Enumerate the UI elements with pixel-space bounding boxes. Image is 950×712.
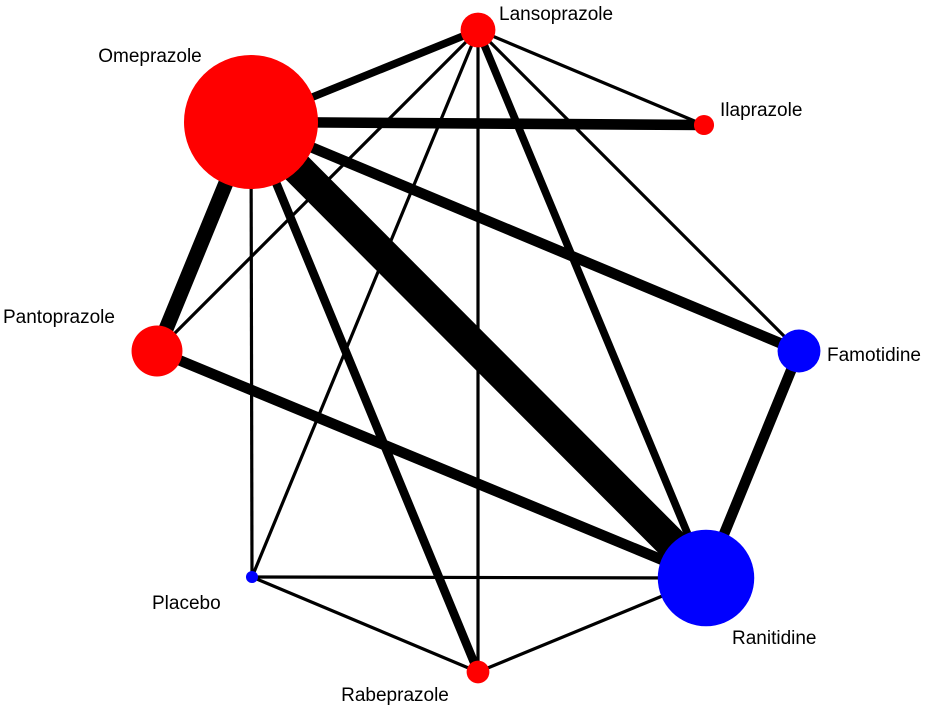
node-label-placebo: Placebo [152,593,221,614]
edge-placebo-ranitidine [251,575,707,580]
node-label-lansoprazole: Lansoprazole [499,4,613,25]
edge-lansoprazole-famotidine [476,28,801,353]
node-label-ilaprazole: Ilaprazole [720,100,802,121]
node-pantoprazole [131,325,183,377]
node-label-pantoprazole: Pantoprazole [3,307,115,328]
node-label-famotidine: Famotidine [827,345,921,366]
edge-layer [150,26,804,674]
node-famotidine [777,329,821,373]
edge-pantoprazole-lansoprazole [155,28,480,353]
edge-omeprazole-placebo [249,121,254,578]
node-label-rabeprazole: Rabeprazole [341,685,449,706]
node-rabeprazole [466,660,490,684]
node-placebo [245,570,259,584]
node-lansoprazole [460,12,496,48]
node-omeprazole [184,55,318,189]
edge-placebo-rabeprazole [251,575,479,674]
node-label-omeprazole: Omeprazole [98,46,202,67]
label-layer: Omeprazole LansoprazoleIlaprazoleFamotidi… [3,4,921,706]
edge-lansoprazole-ranitidine [474,28,710,580]
node-label-ranitidine: Ranitidine [732,628,817,649]
node-layer [131,12,821,684]
node-ilaprazole [693,114,715,136]
edge-lansoprazole-ilaprazole [477,28,705,127]
edge-omeprazole-famotidine [248,117,802,356]
edge-omeprazole-rabeprazole [247,120,482,674]
edge-lansoprazole-placebo [250,29,480,578]
node-ranitidine [657,529,755,627]
edge-pantoprazole-ranitidine [154,346,709,583]
